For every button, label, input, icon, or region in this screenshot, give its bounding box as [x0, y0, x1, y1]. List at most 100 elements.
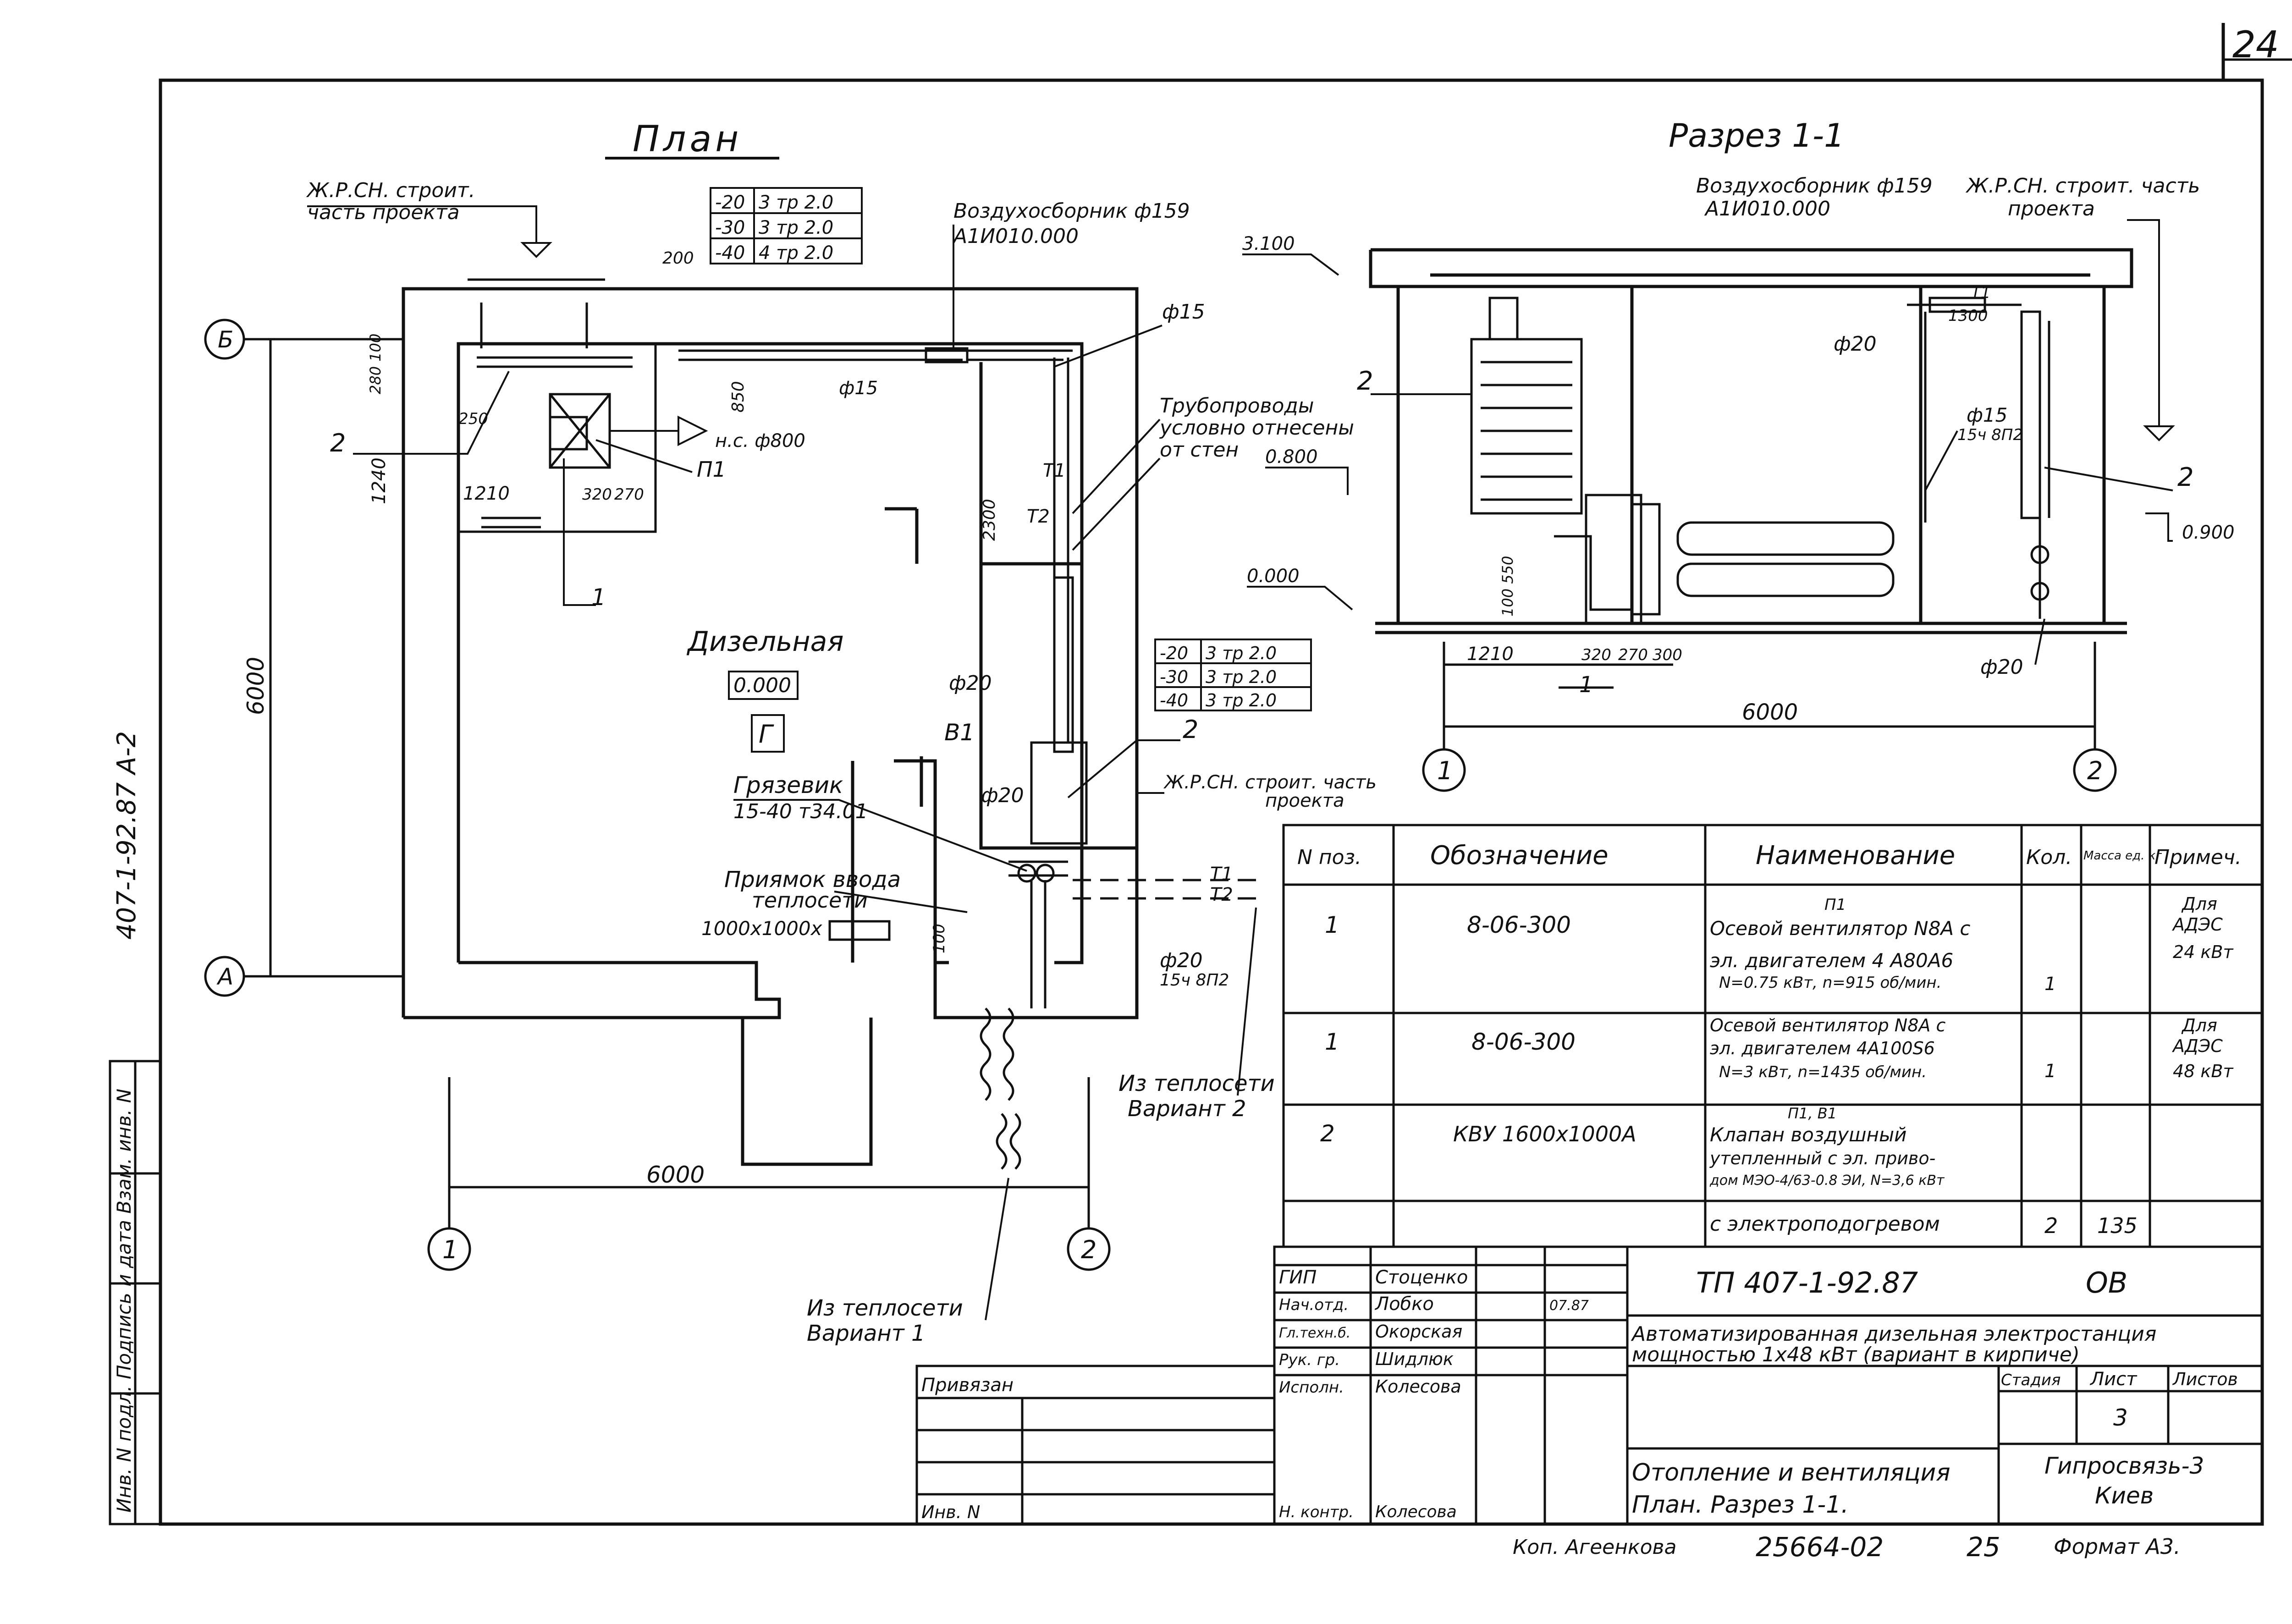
temp1-r2-c2: 3 тр 2.0 — [759, 217, 833, 238]
temp1-r2-c1: -30 — [715, 217, 745, 238]
heat-var2-leader — [1237, 907, 1257, 1096]
section-dim-270: 270 — [1618, 646, 1648, 664]
spec-row-name: П1 — [1824, 896, 1846, 914]
section-label-1: 1 — [1579, 672, 1593, 698]
tb-org-1: Гипросвязь-3 — [2044, 1453, 2204, 1479]
section-15v8p2: 15ч 8П2 — [1957, 426, 2023, 444]
spec-row-note: АДЭС — [2171, 914, 2223, 935]
tb-project-name-2: мощностью 1х48 кВт (вариант в кирпиче) — [1632, 1343, 2080, 1366]
section-title: Разрез 1-1 — [1669, 117, 1845, 154]
plan-dim-6000-h: 6000 — [646, 1162, 705, 1188]
spec-row-name: Осевой вентилятор N8А с — [1710, 917, 1971, 940]
tb-drawing-title-1: Отопление и вентиляция — [1632, 1459, 1950, 1486]
spec-row-code: 8-06-300 — [1471, 1029, 1576, 1055]
plan-dim-2300: 2300 — [980, 499, 999, 541]
p1-leader — [595, 439, 693, 473]
spec-row-note: 24 кВт — [2173, 942, 2234, 962]
plan-dim-6000-v: 6000 — [242, 657, 269, 715]
side-stamp — [109, 1060, 162, 1525]
pipes-leader — [1072, 418, 1161, 514]
section-phi15: ф15 — [1967, 404, 2007, 426]
plan-temp-table-1 — [710, 187, 863, 264]
spec-row-pos: 1 — [1325, 1029, 1339, 1055]
tb-privyazan: Привязан — [921, 1375, 1014, 1396]
section-dim-300: 300 — [1653, 646, 1682, 664]
temp2-r3-c2: 3 тр 2.0 — [1206, 690, 1277, 710]
plan-title: План — [633, 119, 742, 160]
tb-project-code: ТП 407-1-92.87 — [1696, 1266, 1918, 1299]
plan-dim-200: 200 — [662, 249, 694, 268]
section-roof-marker-arrow — [2143, 425, 2175, 441]
section-phi20-b-leader — [2034, 618, 2045, 665]
section-view: Разрез 1-1 Воздухосборник ф159 А1И010.00… — [1242, 117, 2235, 792]
section-label-2b: 2 — [2177, 462, 2194, 492]
ns-arrow-head — [678, 415, 708, 446]
plan-label-t1b: Т1 — [1210, 864, 1233, 885]
plan-room-level-box — [728, 671, 799, 700]
tb-project-name-1: Автоматизированная дизельная электростан… — [1631, 1322, 2156, 1346]
tb-role-ruk: Рук. гр. — [1279, 1351, 1340, 1369]
plan-room-level: 0.000 — [733, 674, 791, 697]
tb-role-gl: Гл.техн.б. — [1279, 1325, 1350, 1341]
plan-phi20-b: ф20 — [981, 784, 1024, 807]
section-dim-1300: 1300 — [1948, 307, 1988, 325]
tb-name-gip: Стоценко — [1375, 1267, 1468, 1288]
pipes-leader-2 — [1072, 457, 1161, 551]
spec-row-name: эл. двигателем 4 А80А6 — [1710, 949, 1953, 972]
section-air-collector-2: А1И010.000 — [1704, 197, 1830, 220]
plan-label-2b-leader — [1067, 739, 1180, 798]
temp2-r2-c2: 3 тр 2.0 — [1206, 667, 1277, 687]
temp1-r1-c1: -20 — [715, 192, 745, 213]
spec-row-note: Для — [2181, 1015, 2217, 1035]
spec-row-name: эл. двигателем 4А100S6 — [1710, 1038, 1935, 1058]
section-dim-320: 320 — [1581, 646, 1611, 664]
plan-axis-1: 1 — [442, 1235, 458, 1264]
tb-role-nach: Нач.отд. — [1279, 1296, 1349, 1314]
section-axis-1: 1 — [1437, 756, 1453, 785]
plan-view: План — [204, 119, 1377, 1346]
plan-dim-280-100: 280 100 — [367, 334, 384, 394]
roof-marker-arrow — [520, 242, 552, 258]
tb-stage-label: Стадия — [2001, 1371, 2061, 1389]
section-level-0900: 0.900 — [2182, 522, 2235, 543]
plan-dim-100: 100 — [930, 924, 948, 953]
tb-mark: ОВ — [2086, 1266, 2127, 1299]
plan-heat-var2-2: Вариант 2 — [1128, 1096, 1246, 1122]
plan-dim-1210: 1210 — [463, 483, 510, 504]
spec-row-name: Осевой вентилятор N8А с — [1710, 1015, 1945, 1035]
section-equipment — [1470, 297, 2050, 625]
plan-dim-850: 850 — [729, 381, 748, 413]
plan-label-1: 1 — [591, 584, 606, 611]
plan-room-category-box — [751, 714, 785, 753]
plan-mud-trap-1: Грязевик — [733, 772, 843, 798]
tb-name-gl: Окорская — [1375, 1321, 1462, 1342]
fan-p1-unit — [457, 278, 657, 533]
plan-phi15-a: ф15 — [1162, 300, 1205, 324]
plan-phi15-b: ф15 — [839, 378, 878, 399]
plan-phi20-c: ф20 — [1160, 949, 1203, 972]
plan-walls — [402, 287, 1139, 1166]
temp2-r1-c1: -20 — [1160, 643, 1188, 663]
tb-name-nach: Лобко — [1374, 1294, 1434, 1315]
section-dim-1210: 1210 — [1467, 644, 1514, 665]
plan-label-ns: н.с. ф800 — [715, 430, 805, 451]
temp1-r3-c2: 4 тр 2.0 — [759, 242, 833, 264]
plan-dim-270: 270 — [614, 485, 644, 504]
section-roof-note-1: Ж.Р.СН. строит. часть — [1965, 174, 2200, 198]
tb-role-isp: Исполн. — [1279, 1378, 1344, 1397]
temp2-r3-c1: -40 — [1160, 690, 1188, 710]
plan-roof-note-1: Ж.Р.СН. строит. — [306, 179, 475, 202]
spec-header-name: Наименование — [1756, 841, 1955, 870]
spec-row-pos: 2 — [1320, 1120, 1335, 1147]
section-phi20-b: ф20 — [1980, 655, 2023, 679]
tb-sheet-value: 3 — [2113, 1404, 2128, 1431]
plan-heat-var1-1: Из теплосети — [807, 1295, 963, 1321]
plan-label-t1: Т1 — [1043, 460, 1066, 481]
section-structure — [1369, 248, 2133, 634]
plan-air-collector-2: А1И010.000 — [952, 225, 1079, 248]
section-label-t1: Т1 — [1971, 284, 1990, 302]
plan-label-2: 2 — [330, 429, 346, 457]
plan-dim-250: 250 — [458, 410, 488, 428]
plan-label-p1: П1 — [697, 457, 726, 482]
